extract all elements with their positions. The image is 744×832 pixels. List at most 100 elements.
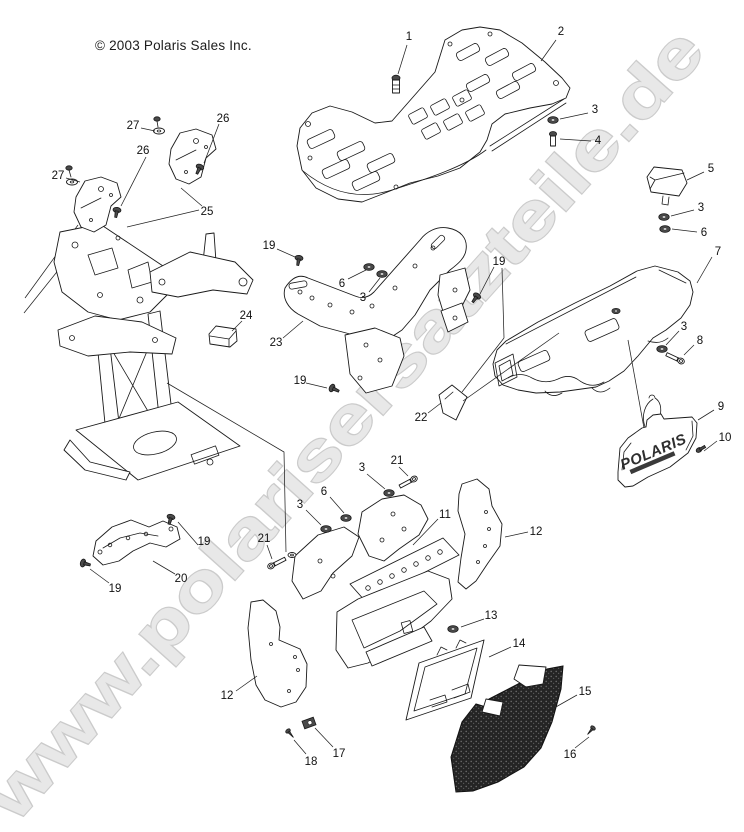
- fastener-screw-washer-27b: [65, 165, 78, 186]
- part-callout-12: 12: [530, 526, 543, 538]
- leader-line-3: [559, 112, 589, 120]
- leader-line-18: [293, 739, 307, 755]
- fastener-nut-3-mid: [376, 270, 388, 278]
- leader-line-19: [501, 267, 505, 339]
- part-callout-19: 19: [198, 536, 211, 548]
- part-callout-5: 5: [708, 163, 714, 175]
- part-front-rack: [296, 26, 571, 203]
- part-callout-3: 3: [297, 499, 303, 511]
- fastener-nut-3-top: [547, 116, 559, 124]
- leader-line-19: [89, 568, 110, 584]
- part-callout-11: 11: [439, 509, 451, 521]
- part-callout-15: 15: [579, 686, 592, 698]
- part-callout-26: 26: [137, 145, 150, 157]
- leader-line-26: [120, 156, 147, 207]
- part-bumper-frame-11: [291, 494, 460, 669]
- fastener-screw-18: [284, 727, 296, 740]
- fastener-washer-21b: [287, 552, 297, 558]
- fastener-rivet-26b: [111, 206, 122, 219]
- fastener-nut-6-mid: [363, 263, 375, 271]
- leader-line-12: [235, 675, 258, 692]
- leader-line-1: [397, 44, 408, 75]
- part-plate-14: [405, 639, 485, 721]
- leader-line-25: [126, 209, 200, 228]
- leader-lines: [65, 39, 718, 755]
- part-callout-10: 10: [719, 432, 732, 444]
- part-callout-3: 3: [592, 104, 598, 116]
- leader-line-19: [479, 266, 495, 295]
- part-callout-18: 18: [305, 756, 318, 768]
- fastener-rivet-19-a: [293, 254, 304, 267]
- part-brackets-25: [73, 128, 217, 233]
- part-callout-19: 19: [294, 375, 307, 387]
- leader-line-22: [427, 402, 442, 414]
- part-callout-22: 22: [415, 412, 428, 424]
- part-callout-3: 3: [360, 292, 366, 304]
- part-callout-6: 6: [321, 486, 327, 498]
- leader-line-3: [368, 277, 381, 293]
- fastener-bolt-21a: [398, 474, 419, 490]
- part-callout-21: 21: [258, 533, 271, 545]
- leader-line-24: [231, 320, 243, 332]
- leader-line-6: [347, 269, 367, 280]
- fastener-screw-16: [585, 724, 597, 737]
- fastener-bolt-4: [549, 131, 558, 147]
- part-support-bracket-23: [283, 227, 467, 394]
- fastener-clip-17: [301, 716, 317, 730]
- pointer-22-mount: [462, 332, 560, 402]
- part-front-panel-9: POLARIS: [617, 339, 698, 488]
- frame-assembly: [23, 223, 287, 553]
- leader-line-3: [670, 209, 695, 217]
- fastener-nut-6-right: [659, 225, 671, 233]
- fastener-bolt-8: [664, 351, 686, 366]
- part-callout-24: 24: [240, 310, 253, 322]
- leader-line-27: [65, 177, 81, 183]
- leader-line-6: [329, 496, 345, 514]
- fastener-nut-3-lower-b: [320, 525, 332, 533]
- leader-line-19: [276, 248, 296, 258]
- leader-line-3: [305, 509, 322, 526]
- leader-line-23: [282, 320, 304, 339]
- part-callout-12: 12: [221, 690, 234, 702]
- leader-line-2: [540, 39, 557, 62]
- leader-line-12: [504, 531, 529, 538]
- part-mesh-screen-15: [450, 664, 564, 793]
- part-callout-3: 3: [698, 202, 704, 214]
- part-plate-22: [438, 384, 468, 421]
- part-callout-6: 6: [701, 227, 707, 239]
- leader-line-21: [398, 466, 409, 477]
- leader-line-6: [671, 228, 698, 233]
- part-callout-17: 17: [333, 748, 346, 760]
- leader-line-5: [686, 171, 705, 181]
- polaris-sub-bar: [629, 451, 676, 475]
- fastener-nut-3-lower-a: [383, 489, 395, 497]
- part-bumper-cover-7: [492, 265, 694, 396]
- leader-line-16: [574, 736, 590, 749]
- part-callout-19: 19: [263, 240, 276, 252]
- leader-line-11: [412, 518, 439, 546]
- part-callout-16: 16: [564, 749, 577, 761]
- leader-line-3: [366, 473, 386, 490]
- part-callout-9: 9: [718, 401, 724, 413]
- part-callout-26: 26: [217, 113, 230, 125]
- part-callout-27: 27: [52, 170, 65, 182]
- fastener-screw-washer-27a: [153, 116, 165, 135]
- leader-line-9: [697, 409, 715, 421]
- fastener-nut-3-right: [658, 213, 670, 221]
- leader-line-19: [305, 382, 328, 389]
- leader-line-19: [461, 337, 505, 393]
- part-callout-3: 3: [359, 462, 365, 474]
- part-side-panel-12-left: [247, 599, 308, 708]
- part-callout-1: 1: [406, 31, 412, 43]
- part-callout-4: 4: [595, 135, 602, 147]
- leader-line-27: [140, 127, 156, 132]
- leader-line-14: [488, 646, 512, 658]
- part-callout-2: 2: [558, 26, 564, 38]
- part-callout-23: 23: [270, 337, 283, 349]
- part-callout-27: 27: [127, 120, 140, 132]
- leader-line-25: [180, 187, 203, 207]
- part-callout-19: 19: [109, 583, 122, 595]
- fastener-screw-10: [695, 444, 707, 453]
- part-pad-24: [208, 325, 238, 348]
